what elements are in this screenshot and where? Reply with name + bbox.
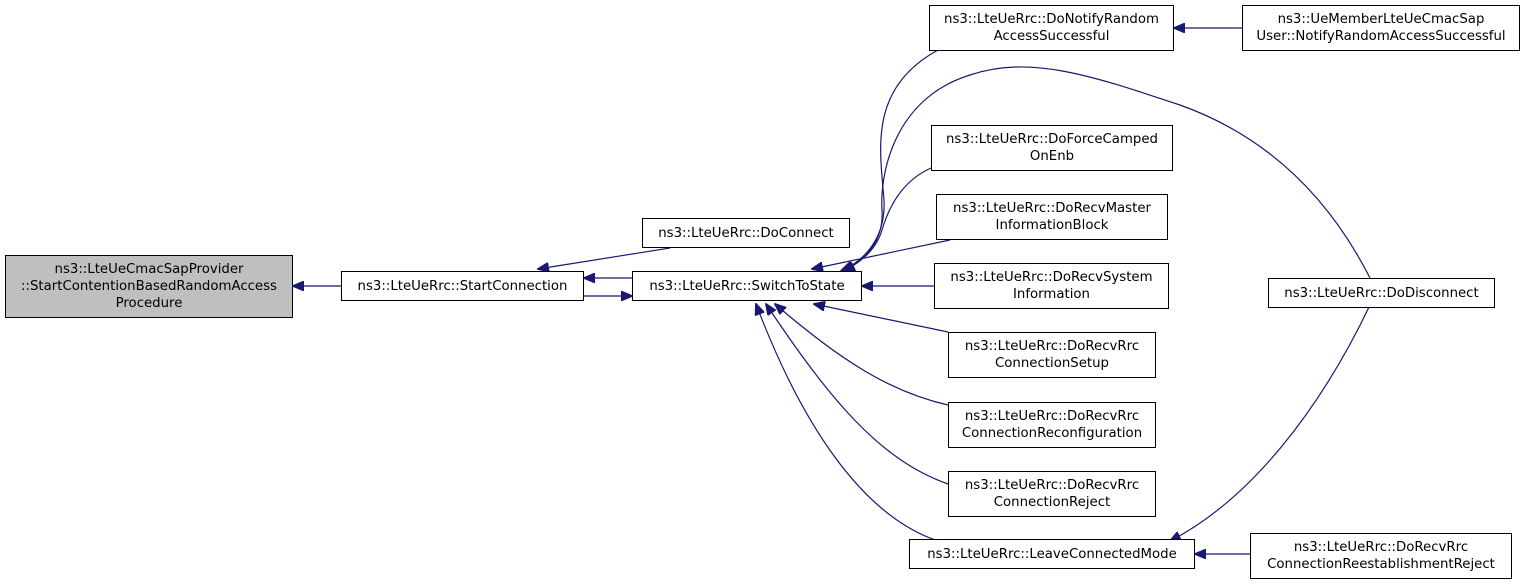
node-label-line: ns3::LteUeRrc::DoForceCamped [946,132,1158,147]
node-label-line: ns3::LteUeRrc::LeaveConnectedMode [927,546,1177,562]
node-label-line: ns3::LteUeRrc::DoNotifyRandom [944,12,1159,27]
node-label-line: ns3::LteUeRrc::DoConnect [658,225,834,241]
node-do-recv-reject[interactable]: ns3::LteUeRrc::DoRecvRrc ConnectionRejec… [948,471,1156,517]
node-label-line: ConnectionReject [993,495,1111,510]
edge-doconnect-to-startconnection [538,247,671,269]
node-label-line: ns3::LteUeCmacSapProvider [54,262,244,277]
node-start-connection[interactable]: ns3::LteUeRrc::StartConnection [341,271,584,301]
node-label-line: ::StartContentionBasedRandomAccess [21,279,277,294]
node-label-line: ns3::LteUeRrc::SwitchToState [649,278,845,294]
node-label-line: ns3::LteUeRrc::StartConnection [357,278,568,294]
node-do-connect[interactable]: ns3::LteUeRrc::DoConnect [642,218,850,248]
node-label-line: AccessSuccessful [993,29,1110,44]
node-label-line: Information [1013,287,1090,302]
node-do-recv-system[interactable]: ns3::LteUeRrc::DoRecvSystem Information [934,263,1169,309]
node-label-line: ns3::LteUeRrc::DoRecvMaster [953,201,1151,216]
node-do-disconnect[interactable]: ns3::LteUeRrc::DoDisconnect [1268,278,1495,308]
node-do-force-camped[interactable]: ns3::LteUeRrc::DoForceCamped OnEnb [931,125,1173,171]
node-leave-connected[interactable]: ns3::LteUeRrc::LeaveConnectedMode [909,539,1195,569]
node-do-recv-setup[interactable]: ns3::LteUeRrc::DoRecvRrc ConnectionSetup [948,332,1156,378]
node-label-line: ns3::LteUeRrc::DoDisconnect [1284,285,1479,301]
node-do-recv-master[interactable]: ns3::LteUeRrc::DoRecvMaster InformationB… [936,194,1168,240]
edge-donotifyrandom-to-switchtostate [842,49,939,270]
node-label-line: InformationBlock [995,218,1109,233]
node-label-line: ns3::LteUeRrc::DoRecvSystem [950,270,1153,285]
node-start-contention[interactable]: ns3::LteUeCmacSapProvider ::StartContent… [5,255,293,318]
edge-dorecvsetup-to-switchtostate [814,304,949,333]
node-do-notify-random[interactable]: ns3::LteUeRrc::DoNotifyRandom AccessSucc… [929,5,1174,51]
edge-dorecvreject-to-switchtostate [766,304,949,485]
node-label-line: ns3::LteUeRrc::DoRecvRrc [1293,540,1469,555]
node-do-recv-reconfig[interactable]: ns3::LteUeRrc::DoRecvRrc ConnectionRecon… [948,402,1156,448]
node-label-line: ns3::UeMemberLteUeCmacSap [1277,12,1485,27]
edge-dodisconnect-to-switchtostate [844,66,1371,279]
node-label-line: ConnectionSetup [995,356,1109,371]
node-ue-member-notify[interactable]: ns3::UeMemberLteUeCmacSap User::NotifyRa… [1242,5,1520,51]
node-label-line: ns3::LteUeRrc::DoRecvRrc [964,478,1140,493]
node-label-line: ConnectionReconfiguration [961,426,1143,441]
edge-leaveconnected-to-dodisconnect [1170,304,1371,541]
node-label-line: ConnectionReestablishmentReject [1267,557,1495,572]
node-label-line: ns3::LteUeRrc::DoRecvRrc [964,409,1140,424]
edge-doforcecamped-to-switchtostate [840,167,932,272]
node-label-line: Procedure [115,296,183,311]
node-label-line: User::NotifyRandomAccessSuccessful [1256,29,1506,44]
edge-dorecvreconfig-to-switchtostate [775,304,949,406]
node-label-line: ns3::LteUeRrc::DoRecvRrc [964,339,1140,354]
node-label-line: OnEnb [1029,149,1075,164]
node-switch-to-state[interactable]: ns3::LteUeRrc::SwitchToState [632,271,862,301]
node-do-recv-reestab-reject[interactable]: ns3::LteUeRrc::DoRecvRrc ConnectionReest… [1250,533,1512,579]
edge-dorecvmaster-to-switchtostate [812,239,951,269]
edge-leaveconnected-to-switchtostate [756,304,939,542]
